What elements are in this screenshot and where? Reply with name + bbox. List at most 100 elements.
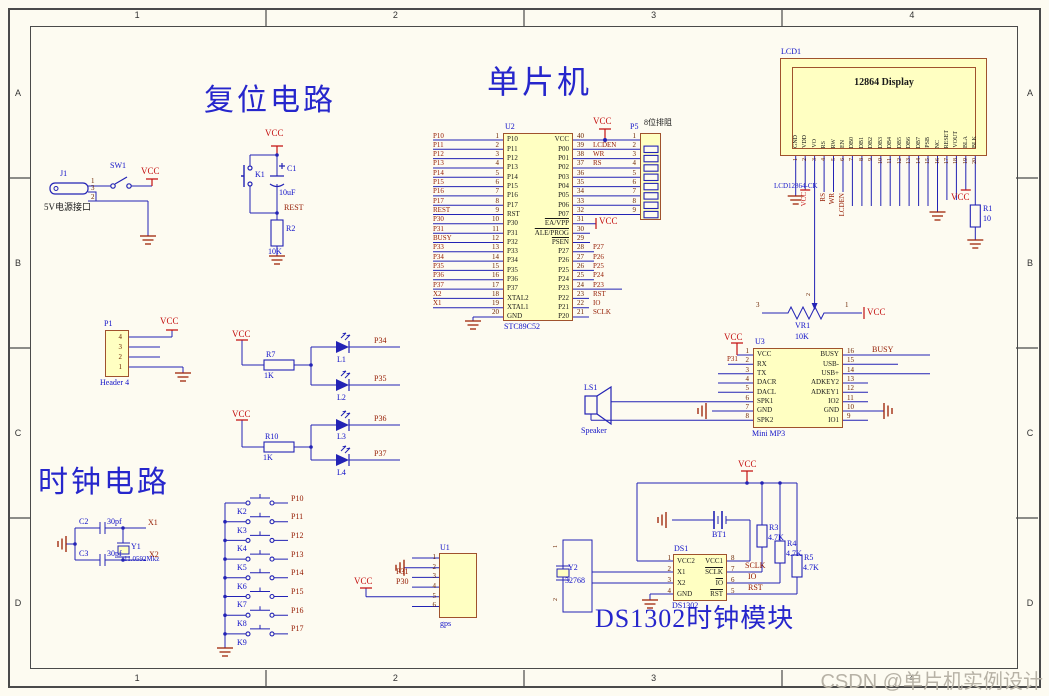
grid-col-label: 4 — [909, 10, 915, 20]
pin-name-cell: DB6 — [904, 90, 913, 148]
net-io: IO — [748, 572, 757, 581]
pin-number: 14 — [492, 252, 499, 261]
pin-number: 17 — [492, 280, 499, 289]
pin-name-cell: VO — [810, 90, 819, 148]
pin-name: P13 — [507, 163, 518, 172]
pin-number: 18 — [953, 158, 960, 164]
key-ref: K9 — [237, 637, 247, 647]
pin-name: P22 — [558, 293, 569, 302]
net-p35: P35 — [374, 374, 387, 383]
pin-number: 6 — [839, 158, 846, 161]
pin-number: 2 — [802, 158, 809, 161]
key-ref: K3 — [237, 525, 247, 535]
pin-name: BUSY — [820, 350, 839, 359]
pin-name: ADKEY1 — [811, 387, 839, 396]
vcc-label: VCC — [593, 116, 612, 126]
u2-name: STC89C52 — [504, 322, 541, 331]
net-sclk: SCLK — [745, 561, 766, 570]
pin-name: GND — [507, 312, 523, 321]
pin-name: VCC — [554, 135, 569, 144]
pin-number: 4 — [118, 333, 123, 341]
pin-name: VO — [811, 139, 818, 148]
ls1-name: Speaker — [581, 426, 607, 435]
grid-col-label: 3 — [651, 10, 657, 20]
pin-number: 2 — [432, 562, 437, 571]
y1-ref: Y1 — [131, 542, 141, 551]
pin-number: 27 — [577, 252, 584, 261]
pin-number: 16 — [934, 158, 941, 164]
j1-pin: 3 — [91, 184, 95, 192]
resistor-r7-icon — [263, 359, 295, 371]
bt1-ref: BT1 — [712, 530, 727, 539]
pin-name: IO — [715, 578, 723, 587]
net-label: P17 — [291, 624, 304, 634]
pin-number: 5 — [432, 591, 437, 600]
pin-name-cell: PSB — [923, 90, 932, 148]
pin-name: P35 — [507, 265, 518, 274]
r5-ref: R5 — [804, 553, 814, 562]
mcu-body — [503, 133, 573, 321]
pin-name: RESET — [943, 129, 950, 148]
pin-name: DB7 — [915, 136, 922, 148]
pin-num-cell: 5 — [829, 158, 838, 176]
p1-ref: P1 — [104, 319, 113, 328]
pin-number: 1 — [495, 131, 500, 140]
pin-num-cell: 10 — [876, 158, 885, 176]
pin-number: 1 — [432, 553, 437, 561]
vcc-label: VCC — [232, 409, 251, 419]
key-ref: K8 — [237, 619, 247, 629]
pin-number: 15 — [925, 158, 932, 164]
grid-col-label: 2 — [392, 673, 398, 683]
c2-ref: C2 — [79, 517, 89, 526]
j1-ref: J1 — [60, 169, 68, 178]
u3-ref: U3 — [755, 337, 765, 346]
pin-number: 6 — [745, 393, 750, 402]
pin-name-cell: DB2 — [867, 90, 876, 148]
grid-col-label: 1 — [134, 673, 140, 683]
vcc-label: VCC — [738, 459, 757, 469]
pin-number: 2 — [745, 356, 750, 365]
pin-num-cell: 16 — [933, 158, 942, 176]
header4-body — [105, 330, 129, 377]
pin-number: 19 — [962, 158, 969, 164]
pin-num-cell: 6 — [838, 158, 847, 176]
pin-number: 9 — [847, 412, 851, 421]
net-label: P14 — [291, 568, 304, 578]
pin-name: P06 — [558, 200, 569, 209]
pin-name: P04 — [558, 181, 569, 190]
pin-number: 1 — [745, 347, 750, 355]
l4-ref: L4 — [337, 468, 346, 477]
p5-name: 8位排阻 — [644, 118, 672, 127]
led-l2-icon — [335, 370, 351, 392]
pin-number: 39 — [577, 140, 584, 149]
pin-name-cell: RW — [829, 90, 838, 148]
pin-num-cell: 14 — [914, 158, 923, 176]
pin-number: 1 — [667, 554, 672, 562]
pin-number: 33 — [577, 196, 584, 205]
pin-number: 3 — [118, 343, 123, 351]
vcc-label: VCC — [160, 316, 179, 326]
r3-ref: R3 — [769, 523, 779, 532]
net-p30: P30 — [396, 577, 409, 586]
pin-name: P30 — [507, 219, 518, 228]
pin-name: SPK1 — [757, 396, 774, 405]
net-label: P36 — [433, 271, 444, 280]
r3-value: 4.7K — [768, 533, 784, 542]
pin-number: 14 — [847, 365, 854, 374]
net-label: P12 — [433, 150, 444, 159]
lcd1-ref: LCD1 — [781, 47, 801, 56]
pin-number: 24 — [577, 280, 584, 289]
net-label: REST — [433, 206, 451, 214]
reset-button-icon — [241, 165, 253, 187]
l2-ref: L2 — [337, 393, 346, 402]
pin-name: GND — [677, 589, 693, 598]
